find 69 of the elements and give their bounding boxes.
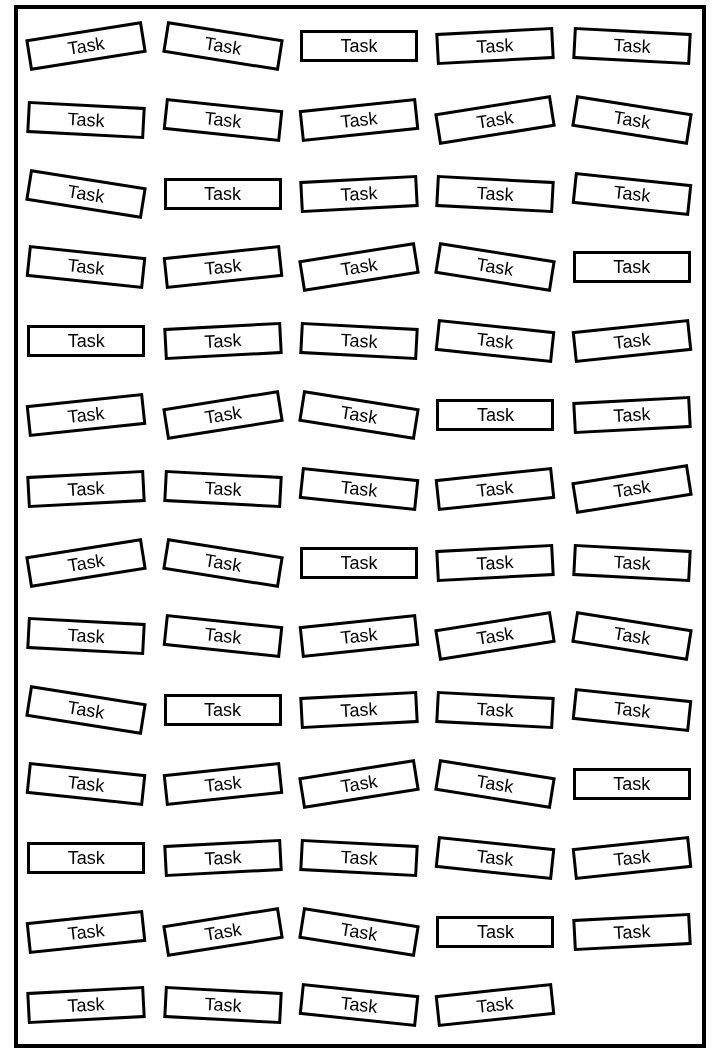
task-card: Task bbox=[434, 758, 557, 809]
task-card: Task bbox=[300, 546, 418, 579]
task-card: Task bbox=[25, 392, 147, 437]
task-card: Task bbox=[435, 319, 556, 364]
task-card: Task bbox=[571, 688, 693, 733]
task-card: Task bbox=[163, 694, 282, 727]
task-card: Task bbox=[435, 835, 556, 880]
task-card: Task bbox=[299, 322, 419, 361]
task-card: Task bbox=[571, 94, 693, 145]
task-card: Task bbox=[27, 841, 146, 874]
task-card: Task bbox=[300, 29, 418, 62]
task-card: Task bbox=[434, 611, 557, 662]
task-card: Task bbox=[298, 242, 420, 293]
task-card: Task bbox=[161, 20, 284, 71]
task-card: Task bbox=[435, 983, 556, 1028]
task-card: Task bbox=[162, 97, 283, 142]
task-card: Task bbox=[571, 319, 693, 364]
task-card: Task bbox=[435, 174, 556, 213]
task-card: Task bbox=[25, 168, 147, 219]
task-card: Task bbox=[299, 838, 419, 877]
task-card: Task bbox=[299, 174, 419, 213]
task-card: Task bbox=[435, 466, 556, 511]
task-card: Task bbox=[25, 685, 147, 736]
task-card: Task bbox=[572, 543, 692, 582]
task-card: Task bbox=[572, 251, 691, 284]
task-card: Task bbox=[572, 26, 692, 65]
task-card: Task bbox=[162, 838, 283, 877]
task-card: Task bbox=[25, 761, 147, 806]
task-card: Task bbox=[571, 611, 693, 662]
task-card: Task bbox=[436, 398, 555, 431]
task-card: Task bbox=[162, 245, 283, 290]
task-card: Task bbox=[162, 761, 283, 806]
task-card: Task bbox=[161, 537, 284, 588]
task-card: Task bbox=[25, 245, 147, 290]
task-card: Task bbox=[298, 466, 420, 511]
task-card: Task bbox=[299, 691, 419, 730]
task-card: Task bbox=[434, 242, 557, 293]
task-card: Task bbox=[298, 97, 420, 142]
task-card: Task bbox=[572, 912, 692, 951]
task-card: Task bbox=[25, 537, 147, 588]
task-card: Task bbox=[435, 543, 556, 582]
task-card: Task bbox=[435, 26, 556, 65]
task-card: Task bbox=[26, 986, 146, 1025]
task-card: Task bbox=[436, 915, 555, 948]
task-card: Task bbox=[161, 906, 284, 957]
task-card: Task bbox=[572, 767, 691, 800]
task-card: Task bbox=[25, 909, 147, 954]
task-card: Task bbox=[298, 983, 420, 1028]
task-card: Task bbox=[435, 691, 556, 730]
task-card: Task bbox=[162, 986, 283, 1025]
task-card: Task bbox=[25, 20, 147, 71]
task-card: Task bbox=[162, 322, 283, 361]
task-card: Task bbox=[571, 463, 693, 514]
task-card: Task bbox=[26, 100, 146, 139]
task-card: Task bbox=[571, 835, 693, 880]
task-card: Task bbox=[298, 389, 420, 440]
task-card: Task bbox=[161, 389, 284, 440]
task-card: Task bbox=[162, 469, 283, 508]
task-card: Task bbox=[26, 469, 146, 508]
task-card: Task bbox=[434, 94, 557, 145]
task-card: Task bbox=[298, 758, 420, 809]
task-card: Task bbox=[572, 395, 692, 434]
task-card: Task bbox=[571, 171, 693, 216]
task-card: Task bbox=[27, 325, 146, 358]
task-card: Task bbox=[298, 614, 420, 659]
task-card: Task bbox=[163, 177, 282, 210]
task-card: Task bbox=[298, 906, 420, 957]
task-card: Task bbox=[162, 614, 283, 659]
task-card: Task bbox=[26, 617, 146, 656]
